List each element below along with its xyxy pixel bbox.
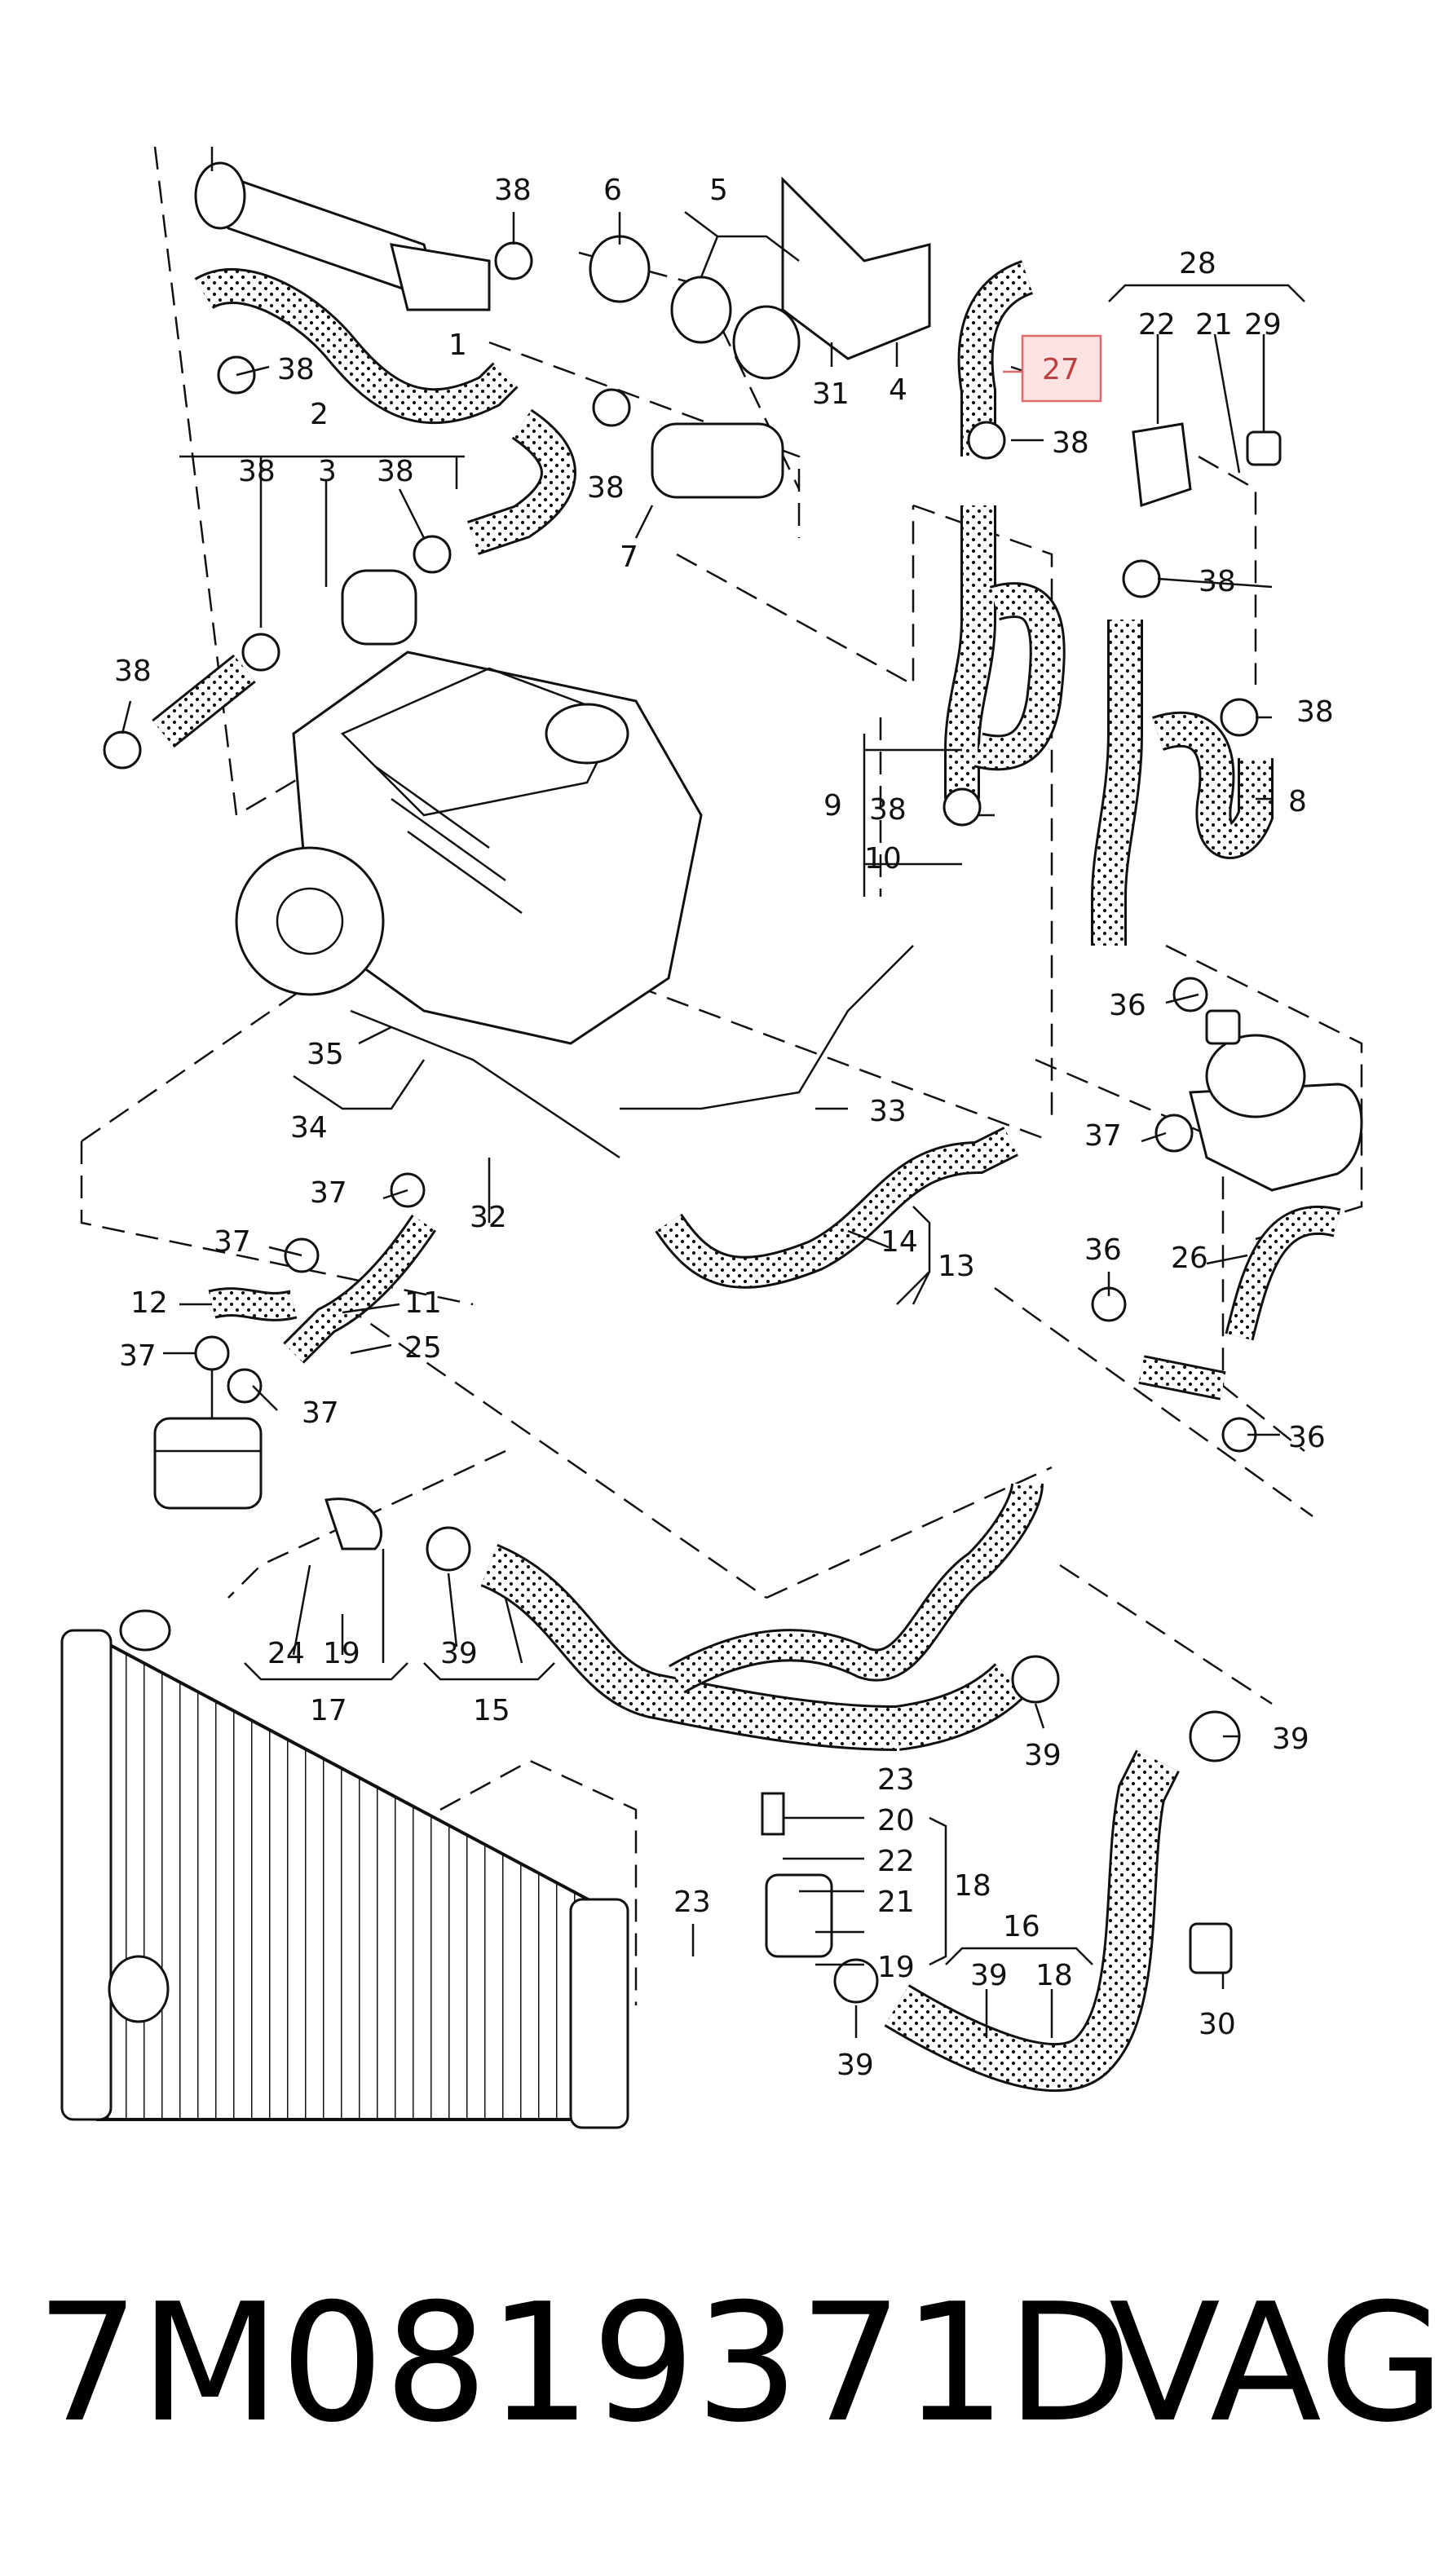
callout-22b: 22 — [877, 1845, 915, 1878]
callout-7: 7 — [620, 540, 638, 574]
dashed-group-outlines — [80, 146, 1363, 2005]
callout-24: 24 — [267, 1637, 305, 1670]
callout-19b: 19 — [877, 1951, 915, 1984]
callout-38a: 38 — [494, 174, 532, 207]
callout-8: 8 — [1288, 785, 1307, 818]
callout-1: 1 — [448, 329, 467, 362]
radiator — [60, 1609, 629, 2129]
callout-14: 14 — [881, 1225, 918, 1259]
callout-23a: 23 — [877, 1763, 915, 1797]
callout-38h: 38 — [1199, 565, 1236, 598]
callout-4: 4 — [889, 373, 907, 407]
callout-12: 12 — [130, 1286, 168, 1320]
callout-36a: 36 — [1109, 989, 1146, 1022]
callout-29: 29 — [1244, 308, 1282, 342]
callout-23b: 23 — [673, 1886, 711, 1919]
callout-11: 11 — [404, 1286, 442, 1320]
callout-19a: 19 — [323, 1637, 360, 1670]
callout-36b: 36 — [1084, 1233, 1122, 1267]
callout-37c: 37 — [214, 1225, 251, 1259]
callout-15: 15 — [473, 1694, 510, 1727]
callout-2: 2 — [310, 398, 329, 431]
clamps-and-fittings — [103, 176, 1282, 2004]
callout-27: 27 — [1042, 353, 1079, 386]
callout-20: 20 — [877, 1804, 915, 1837]
callout-39d: 39 — [837, 2049, 874, 2082]
callout-10: 10 — [864, 842, 902, 876]
callout-22a: 22 — [1138, 308, 1176, 342]
leader-lines — [121, 211, 1305, 2038]
callout-38i: 38 — [1296, 695, 1334, 729]
callout-39c: 39 — [1272, 1722, 1309, 1756]
callout-38d: 38 — [377, 455, 414, 488]
highlighted-part-27-box — [1021, 334, 1102, 403]
callout-35: 35 — [307, 1038, 344, 1071]
callout-36c: 36 — [1288, 1421, 1326, 1454]
callout-37b: 37 — [310, 1176, 347, 1210]
callout-30: 30 — [1199, 2008, 1236, 2041]
brand-label: VAG — [1109, 2269, 1446, 2459]
callout-26: 26 — [1171, 1242, 1208, 1275]
callout-33: 33 — [869, 1095, 907, 1128]
egr-cooler — [194, 147, 491, 311]
callout-9: 9 — [823, 789, 842, 823]
callout-38f: 38 — [114, 655, 152, 688]
callout-16: 16 — [1003, 1910, 1040, 1943]
callout-3: 3 — [318, 455, 337, 488]
callout-labels: 1 2 3 4 5 6 7 8 9 10 11 12 13 14 15 16 1… — [114, 174, 1334, 2082]
callout-31: 31 — [812, 377, 850, 411]
callout-5: 5 — [709, 174, 728, 207]
callout-16-18: 18 — [1035, 1959, 1073, 1992]
part-number-label: 7M0819371D — [36, 2269, 1132, 2459]
callout-13: 13 — [938, 1250, 975, 1283]
oil-cooler — [153, 1370, 263, 1510]
callout-39b: 39 — [1024, 1739, 1062, 1772]
callout-6: 6 — [603, 174, 622, 207]
callout-21b: 21 — [877, 1886, 915, 1919]
callout-37a: 37 — [1084, 1119, 1122, 1153]
hoses — [152, 260, 1341, 2093]
callout-38j: 38 — [869, 793, 907, 827]
callout-38b: 38 — [277, 353, 315, 386]
callout-38e: 38 — [587, 471, 625, 505]
product-footer: 7M0819371D VAG — [0, 2250, 1448, 2527]
engine-block — [235, 651, 703, 1045]
callout-28: 28 — [1179, 247, 1216, 280]
callout-21a: 21 — [1195, 308, 1233, 342]
callout-18: 18 — [954, 1869, 991, 1903]
callout-37e: 37 — [302, 1396, 339, 1430]
callout-16-39: 39 — [970, 1959, 1008, 1992]
callout-32: 32 — [470, 1201, 507, 1234]
expansion-tank — [1189, 1009, 1363, 1192]
callout-38g: 38 — [1052, 426, 1089, 460]
callout-17: 17 — [310, 1694, 347, 1727]
callout-38c: 38 — [238, 455, 276, 488]
coolant-hose-exploded-diagram: 1 2 3 4 5 6 7 8 9 10 11 12 13 14 15 16 1… — [60, 146, 1363, 2129]
callout-34: 34 — [290, 1111, 328, 1145]
callout-39a: 39 — [440, 1637, 478, 1670]
callout-25: 25 — [404, 1331, 442, 1365]
callout-37d: 37 — [119, 1339, 157, 1373]
